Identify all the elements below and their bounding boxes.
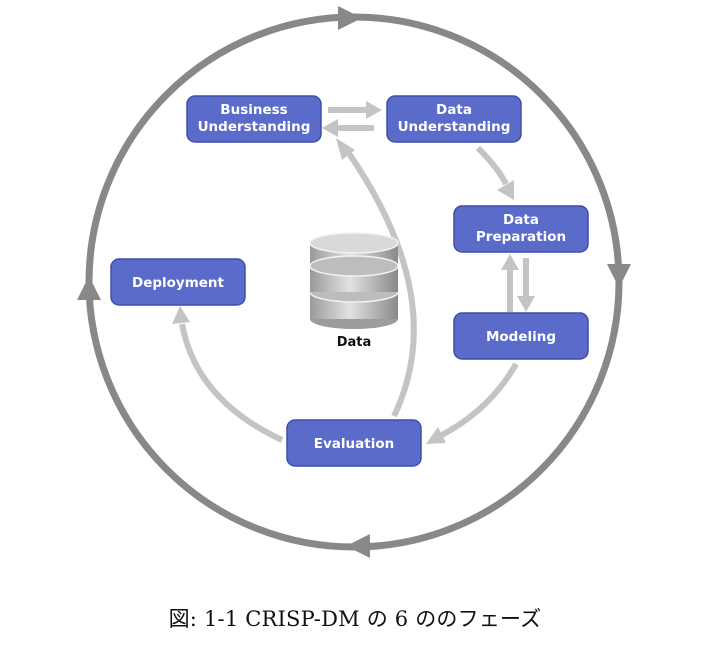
phase-box-evaluation: Evaluation: [286, 419, 422, 467]
database-icon: [309, 232, 399, 329]
phase-label-line-1: Data: [436, 102, 472, 118]
arrow-dp-to-modeling: [517, 258, 535, 312]
cycle-arrow-right: [607, 264, 631, 288]
cycle-arrow-left: [77, 276, 101, 300]
arrow-modeling-to-dp: [501, 254, 519, 312]
phase-label: Deployment: [132, 275, 225, 291]
phase-label-line-2: Understanding: [398, 119, 511, 135]
outer-cycle-ring: [77, 6, 631, 558]
arrow-modeling-to-evaluation: [426, 362, 519, 444]
phase-label-line-2: Preparation: [476, 229, 566, 245]
phase-label: Modeling: [486, 329, 556, 345]
arrow-du-to-dp: [475, 145, 514, 200]
data-label: Data: [337, 335, 372, 350]
phase-label-line-1: Business: [220, 102, 287, 118]
cycle-arrow-bottom: [346, 534, 370, 558]
phase-box-business-understanding: Business Understanding: [186, 95, 322, 143]
phase-label: Evaluation: [314, 436, 394, 452]
arrow-evaluation-to-deployment: [172, 306, 284, 443]
phase-box-data-understanding: Data Understanding: [386, 95, 522, 143]
phase-box-deployment: Deployment: [110, 258, 246, 306]
phase-label-line-1: Data: [503, 212, 539, 228]
phase-box-modeling: Modeling: [453, 312, 589, 360]
arrow-evaluation-to-bu: [336, 138, 417, 418]
phase-label-line-2: Understanding: [198, 119, 311, 135]
figure-caption: 図: 1-1 CRISP-DM の 6 ののフェーズ: [168, 607, 542, 631]
inner-flow-arrows: [172, 101, 535, 444]
arrow-du-to-bu: [322, 119, 374, 137]
phase-box-data-preparation: Data Preparation: [453, 205, 589, 253]
cycle-arrow-top: [338, 6, 362, 30]
arrow-bu-to-du: [328, 101, 382, 119]
